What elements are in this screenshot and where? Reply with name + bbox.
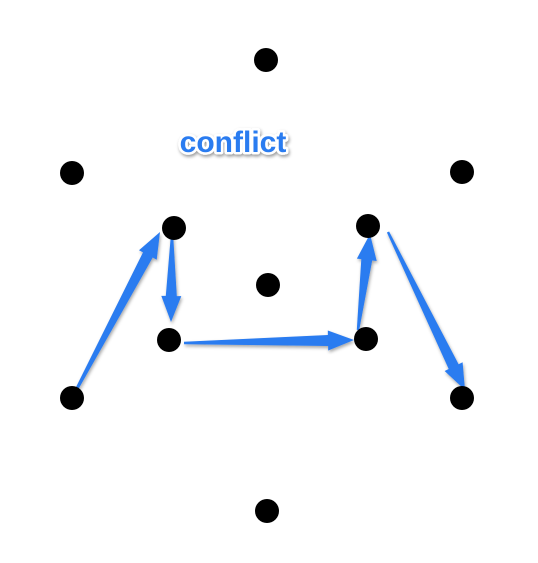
- dot-inner-lower-right: [354, 327, 378, 351]
- dot-top: [254, 48, 278, 72]
- dot-inner-upper-right: [356, 214, 380, 238]
- dot-upper-right: [450, 160, 474, 184]
- dot-lower-left: [60, 386, 84, 410]
- arrow-inner-lower-left-to-inner-lower-right: [184, 330, 354, 351]
- dot-upper-left: [60, 161, 84, 185]
- arrow-lower-left-to-inner-upper-left: [70, 232, 160, 399]
- dot-inner-lower-left: [157, 328, 181, 352]
- conflict-label: conflict: [180, 126, 287, 159]
- dot-bottom: [255, 499, 279, 523]
- arrows-group: [70, 231, 465, 399]
- dots-group: [60, 48, 474, 523]
- dot-center: [256, 273, 280, 297]
- dot-lower-right: [450, 386, 474, 410]
- dot-inner-upper-left: [162, 216, 186, 240]
- arrow-inner-upper-left-to-inner-lower-left: [161, 236, 182, 322]
- arrow-inner-lower-right-to-inner-upper-right: [356, 234, 377, 331]
- arrow-inner-upper-right-to-lower-right: [386, 231, 465, 390]
